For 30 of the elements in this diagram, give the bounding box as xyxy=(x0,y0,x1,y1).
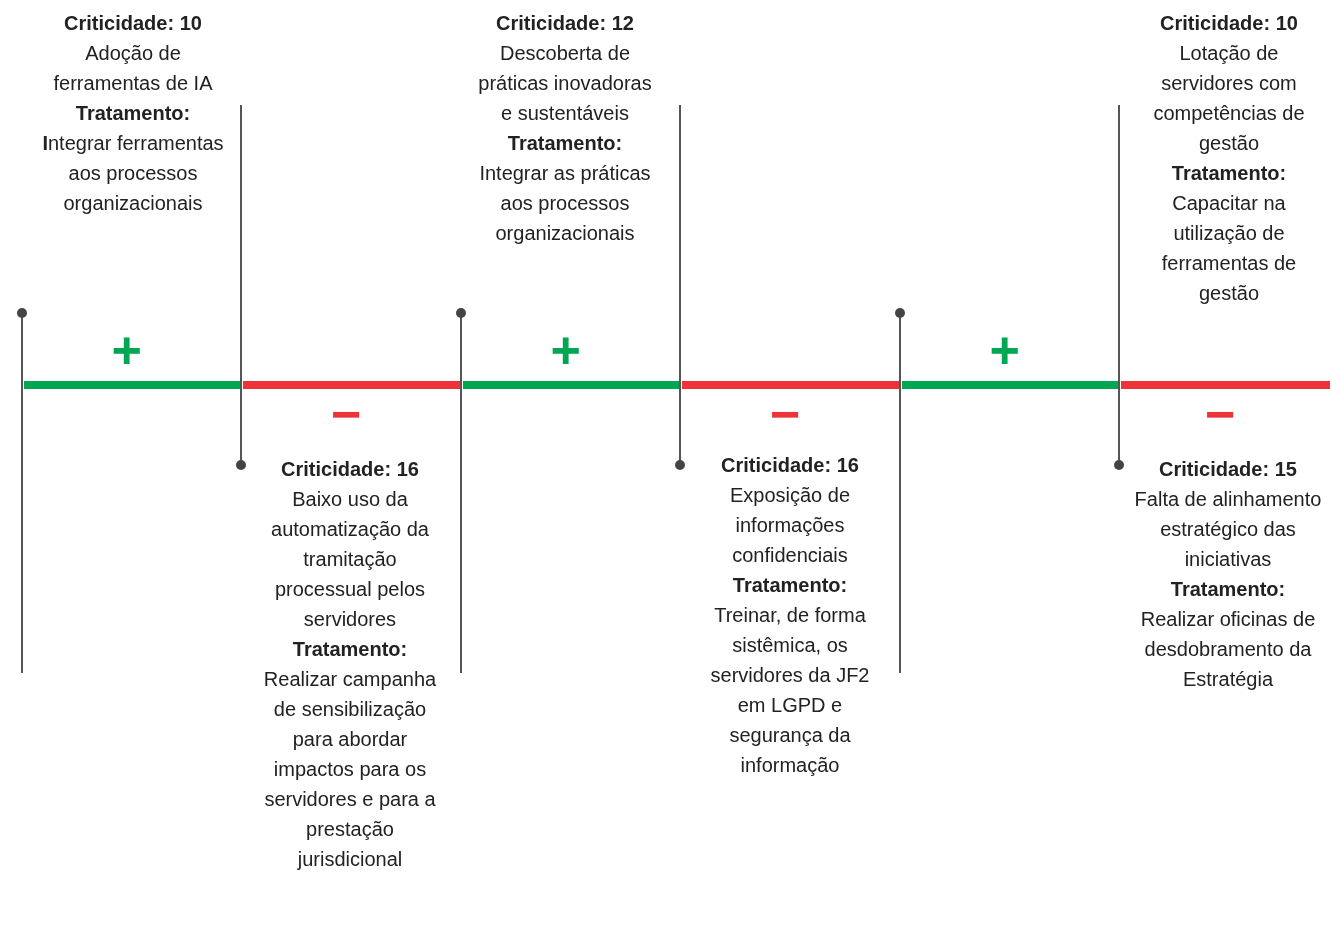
criticality-heading: Criticidade: 10 xyxy=(64,11,202,36)
risk-description: Falta de alinhamento estratégico das iniciativas xyxy=(1133,487,1323,572)
treatment-heading: Tratamento: xyxy=(1171,161,1287,186)
plus-sign: + xyxy=(550,324,581,376)
treatment-heading: Tratamento: xyxy=(1170,577,1286,602)
criticality-heading: Criticidade: 16 xyxy=(281,457,419,482)
treatment-description: Realizar campanha de sensibilização para abordar impactos para os servidores e para a prestação jurisdicional xyxy=(262,667,438,872)
treatment-description: Integrar ferramentas aos processos organizacionais xyxy=(41,131,225,216)
plus-sign: + xyxy=(989,324,1020,376)
treatment-heading: Tratamento: xyxy=(292,637,408,662)
risk-description: Descoberta de práticas inovadoras e sustentáveis xyxy=(477,41,653,126)
criticality-heading: Criticidade: 15 xyxy=(1159,457,1297,482)
criticality-heading: Criticidade: 10 xyxy=(1160,11,1298,36)
minus-sign: − xyxy=(770,388,801,440)
criticality-heading: Criticidade: 16 xyxy=(721,453,859,478)
treatment-description: Realizar oficinas de desdobramento da Estratégia xyxy=(1139,607,1317,692)
criticality-heading: Criticidade: 12 xyxy=(496,11,634,36)
plus-sign: + xyxy=(111,324,142,376)
treatment-description: Capacitar na utilização de ferramentas de gestão xyxy=(1160,191,1298,306)
treatment-heading: Tratamento: xyxy=(75,101,191,126)
treatment-heading: Tratamento: xyxy=(732,573,848,598)
treatment-description: Integrar as práticas aos processos organizacionais xyxy=(478,161,652,246)
minus-sign: − xyxy=(331,388,362,440)
risk-description: Exposição de informações confidenciais xyxy=(728,483,852,568)
treatment-heading: Tratamento: xyxy=(507,131,623,156)
risk-description: Lotação de servidores com competências de gestão xyxy=(1152,41,1306,156)
risk-description: Baixo uso da automatização da tramitação processual pelos servidores xyxy=(270,487,430,632)
minus-sign: − xyxy=(1205,388,1236,440)
risk-description: Adoção de ferramentas de IA xyxy=(52,41,214,96)
treatment-description: Treinar, de forma sistêmica, os servidores da JF2 em LGPD e segurança da informação xyxy=(709,603,871,778)
